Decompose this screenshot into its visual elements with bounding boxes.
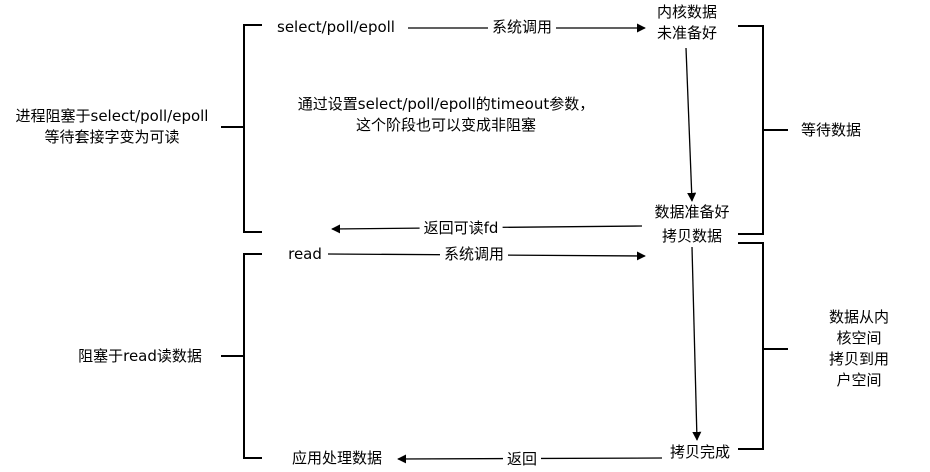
bracket-wait-right bbox=[738, 25, 764, 235]
arrow-copying bbox=[691, 246, 702, 441]
kernel-not-ready-label: 内核数据 未准备好 bbox=[656, 2, 718, 44]
phase-wait-left-label: 进程阻塞于select/poll/epoll 等待套接字变为可读 bbox=[15, 106, 209, 148]
phase-copy-left-label: 阻塞于read读数据 bbox=[78, 346, 202, 366]
return-readable-fd-label: 返回可读fd bbox=[419, 218, 503, 238]
arrow-wait-for-data bbox=[685, 47, 697, 202]
right-label-wait: 等待数据 bbox=[800, 120, 862, 140]
return-label: 返回 bbox=[502, 449, 542, 469]
right-label-copy: 数据从内核空间 拷贝到用户空间 bbox=[823, 307, 895, 391]
process-data-label: 应用处理数据 bbox=[291, 448, 383, 468]
syscall-label-select: 系统调用 bbox=[487, 17, 557, 37]
data-ready-label: 数据准备好 bbox=[654, 202, 730, 222]
bracket-copy-right bbox=[738, 242, 764, 450]
read-call-label: read bbox=[288, 244, 322, 264]
bracket-wait-left bbox=[243, 24, 262, 233]
bracket-copy-left bbox=[243, 253, 262, 459]
select-call-label: select/poll/epoll bbox=[277, 17, 395, 37]
copy-done-label: 拷贝完成 bbox=[669, 442, 731, 462]
copy-data-label: 拷贝数据 bbox=[661, 226, 723, 246]
timeout-note: 通过设置select/poll/epoll的timeout参数， 这个阶段也可以… bbox=[297, 94, 595, 136]
syscall-label-read: 系统调用 bbox=[439, 244, 509, 264]
